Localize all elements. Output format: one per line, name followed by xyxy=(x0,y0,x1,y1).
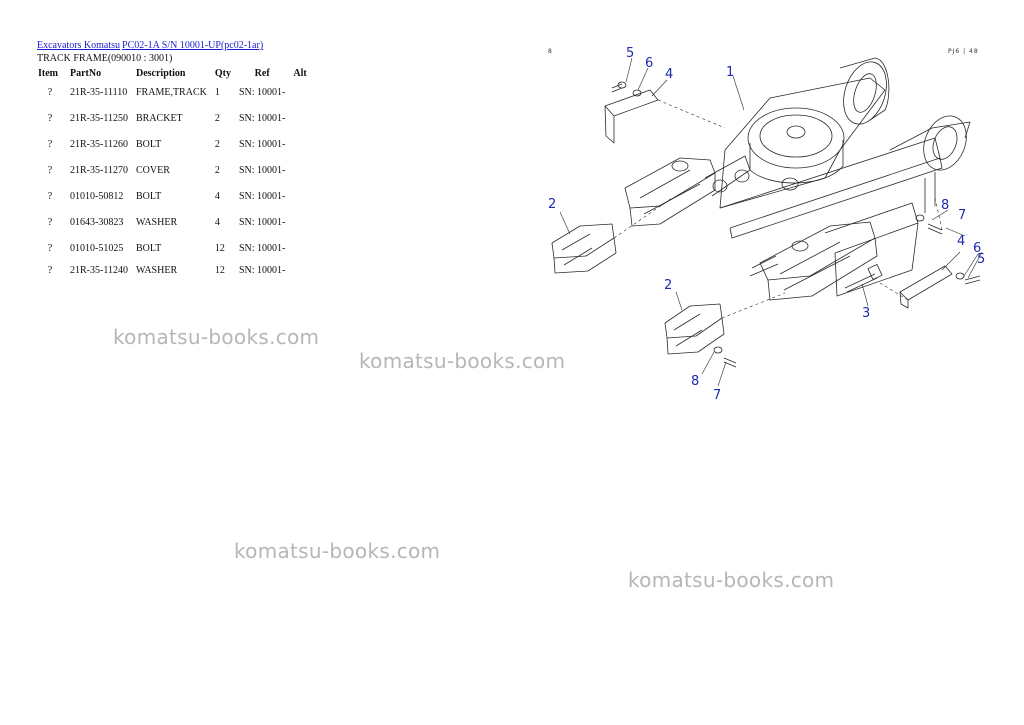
callout-4-right: 4 xyxy=(957,234,965,249)
cell-description: COVER xyxy=(136,165,170,176)
cell-ref: SN: 10001- xyxy=(238,217,286,228)
cell-ref: SN: 10001- xyxy=(238,191,286,202)
cell-part-no: 21R-35-11250 xyxy=(70,113,128,124)
callout-1: 1 xyxy=(726,65,734,80)
table-row: ? 21R-35-11240 WASHER 12 SN: 10001- xyxy=(34,262,317,282)
cell-part-no: 01010-50812 xyxy=(70,191,124,202)
cell-item: ? xyxy=(47,265,53,276)
cell-description: WASHER xyxy=(136,265,178,276)
diagram-page-code: PJ6 | 48 xyxy=(948,48,979,55)
breadcrumb-link-excavators-komatsu[interactable]: Excavators Komatsu xyxy=(37,40,121,51)
header-ref: Ref xyxy=(254,67,270,79)
callout-8-bottom: 8 xyxy=(691,374,699,389)
cell-ref: SN: 10001- xyxy=(238,265,286,276)
cell-qty: 4 xyxy=(214,191,220,202)
cell-qty: 1 xyxy=(214,87,220,98)
watermark-text: komatsu-books.com xyxy=(113,325,320,349)
watermark-text: komatsu-books.com xyxy=(359,349,566,373)
cell-description: WASHER xyxy=(136,217,178,228)
table-row: ? 21R-35-11270 COVER 2 SN: 10001- xyxy=(34,158,317,184)
cell-qty: 2 xyxy=(214,113,220,124)
cell-part-no: 01010-51025 xyxy=(70,243,124,254)
cell-ref: SN: 10001- xyxy=(238,87,286,98)
assembly-leader-lines xyxy=(613,99,943,319)
table-row: ? 21R-35-11260 BOLT 2 SN: 10001- xyxy=(34,132,317,158)
cell-item: ? xyxy=(47,243,53,254)
callout-4-top: 4 xyxy=(665,67,673,82)
cell-part-no: 21R-35-11260 xyxy=(70,139,128,150)
table-row: ? 01010-50812 BOLT 4 SN: 10001- xyxy=(34,184,317,210)
cell-alt xyxy=(289,262,317,282)
cover-left-drawing xyxy=(604,89,659,144)
header-alt: Alt xyxy=(293,67,307,79)
bolt-3-drawing xyxy=(844,264,883,293)
track-frame-exploded-diagram: 1 2 2 3 4 4 5 5 6 6 7 7 8 8 xyxy=(548,46,985,403)
cell-alt xyxy=(289,106,317,132)
cell-alt xyxy=(289,210,317,236)
bracket-front-drawing xyxy=(664,303,725,355)
track-frame-drawing xyxy=(624,57,971,301)
cell-alt xyxy=(289,132,317,158)
callout-5-top: 5 xyxy=(626,46,634,61)
cell-part-no: 21R-35-11110 xyxy=(70,87,128,98)
table-row: ? 21R-35-11110 FRAME,TRACK 1 SN: 10001- xyxy=(34,80,317,106)
cell-description: BRACKET xyxy=(136,113,183,124)
cell-qty: 12 xyxy=(214,265,225,276)
callout-6-right: 6 xyxy=(973,241,981,256)
table-row: ? 01643-30823 WASHER 4 SN: 10001- xyxy=(34,210,317,236)
table-row: ? 21R-35-11250 BRACKET 2 SN: 10001- xyxy=(34,106,317,132)
cell-qty: 2 xyxy=(214,165,220,176)
bracket-left-drawing xyxy=(551,223,617,274)
cell-description: BOLT xyxy=(136,139,162,150)
header-partno: PartNo xyxy=(70,67,102,79)
cell-ref: SN: 10001- xyxy=(238,243,286,254)
small-fasteners-drawing xyxy=(611,81,981,368)
callout-7-right: 7 xyxy=(958,208,966,223)
cell-part-no: 21R-35-11270 xyxy=(70,165,128,176)
cell-part-no: 01643-30823 xyxy=(70,217,124,228)
watermark-text: komatsu-books.com xyxy=(234,539,441,563)
callout-6-top: 6 xyxy=(645,56,653,71)
cell-alt xyxy=(289,236,317,262)
callout-3: 3 xyxy=(862,306,870,321)
cell-item: ? xyxy=(47,165,53,176)
cell-description: BOLT xyxy=(136,243,162,254)
header-qty: Qty xyxy=(214,67,231,79)
cell-qty: 12 xyxy=(214,243,225,254)
cell-ref: SN: 10001- xyxy=(238,139,286,150)
watermark-text: komatsu-books.com xyxy=(628,568,835,592)
cell-item: ? xyxy=(47,87,53,98)
table-header-row: Item PartNo Description Qty Ref Alt xyxy=(34,66,317,80)
cell-alt xyxy=(289,158,317,184)
cell-item: ? xyxy=(47,113,53,124)
parts-table: Item PartNo Description Qty Ref Alt ? 21… xyxy=(34,66,317,282)
header-item: Item xyxy=(38,67,58,79)
cell-ref: SN: 10001- xyxy=(238,113,286,124)
page-subtitle: TRACK FRAME(090010 : 3001) xyxy=(37,53,173,64)
cell-item: ? xyxy=(47,217,53,228)
cell-alt xyxy=(289,184,317,210)
cover-right-drawing xyxy=(899,265,953,309)
cell-qty: 2 xyxy=(214,139,220,150)
cell-qty: 4 xyxy=(214,217,220,228)
callout-2-front: 2 xyxy=(664,278,672,293)
cell-item: ? xyxy=(47,139,53,150)
cell-description: BOLT xyxy=(136,191,162,202)
callout-8-right: 8 xyxy=(941,198,949,213)
cell-alt xyxy=(289,80,317,106)
cell-description: FRAME,TRACK xyxy=(136,87,207,98)
cell-ref: SN: 10001- xyxy=(238,165,286,176)
header-description: Description xyxy=(136,67,186,79)
callout-5-right: 5 xyxy=(977,252,985,267)
callout-7-bottom: 7 xyxy=(713,388,721,403)
cell-item: ? xyxy=(47,191,53,202)
cell-part-no: 21R-35-11240 xyxy=(70,265,128,276)
diagram-corner-mark: 8 xyxy=(548,48,552,55)
breadcrumb-link-model[interactable]: PC02-1A S/N 10001-UP(pc02-1ar) xyxy=(122,40,264,51)
callout-2-left: 2 xyxy=(548,197,556,212)
table-row: ? 01010-51025 BOLT 12 SN: 10001- xyxy=(34,236,317,262)
callout-leaders xyxy=(559,57,983,387)
